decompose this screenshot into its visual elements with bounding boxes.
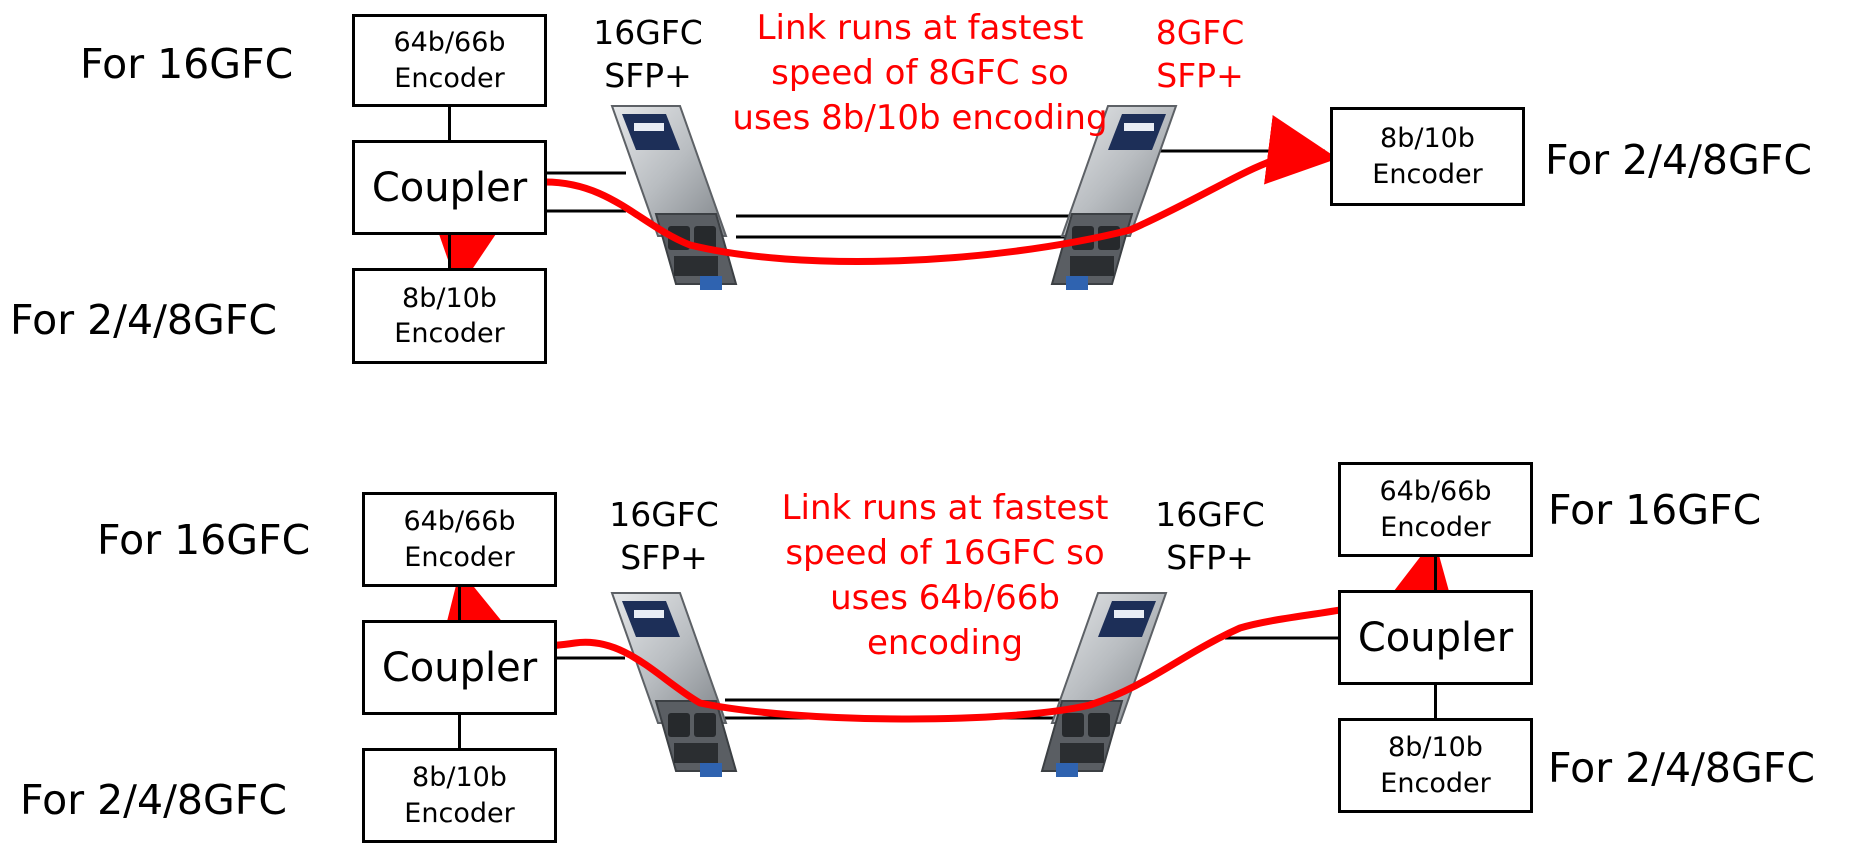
- bottom-link-path-left-arrow: [440, 569, 510, 646]
- bottom-left-8b10b-encoder: 8b/10b Encoder: [362, 748, 557, 843]
- bottom-right-sfp-label: 16GFC SFP+: [1155, 495, 1265, 577]
- top-left-8b10b-encoder: 8b/10b Encoder: [352, 268, 547, 364]
- bottom-left-16gfc-label: For 16GFC: [97, 516, 311, 564]
- connector-line: [458, 587, 461, 620]
- connector-line: [1434, 685, 1437, 718]
- bottom-right-coupler: Coupler: [1338, 590, 1533, 685]
- top-left-64b66b-encoder: 64b/66b Encoder: [352, 14, 547, 107]
- bottom-left-8gfc-label: For 2/4/8GFC: [20, 776, 287, 824]
- bottom-right-16gfc-label: For 16GFC: [1548, 486, 1762, 534]
- bottom-left-64b66b-encoder: 64b/66b Encoder: [362, 492, 557, 587]
- top-left-coupler: Coupler: [352, 140, 547, 235]
- top-right-sfp-label: 8GFC SFP+: [1155, 13, 1245, 95]
- bottom-left-coupler: Coupler: [362, 620, 557, 715]
- bottom-right-8b10b-encoder: 8b/10b Encoder: [1338, 718, 1533, 813]
- top-left-sfp-label: 16GFC SFP+: [593, 13, 703, 95]
- top-left-8gfc-label: For 2/4/8GFC: [10, 296, 277, 344]
- bottom-right-64b66b-encoder: 64b/66b Encoder: [1338, 462, 1533, 557]
- connector-line: [458, 715, 461, 748]
- bottom-left-sfp-label: 16GFC SFP+: [609, 495, 719, 577]
- top-left-16gfc-label: For 16GFC: [80, 40, 294, 88]
- bottom-link-path: [463, 538, 1456, 723]
- top-right-8b10b-encoder: 8b/10b Encoder: [1330, 107, 1525, 206]
- connector-line: [448, 235, 451, 268]
- top-link-path: [541, 115, 1338, 265]
- bottom-right-8gfc-label: For 2/4/8GFC: [1548, 744, 1815, 792]
- top-link-speed-note: Link runs at fastest speed of 8GFC so us…: [732, 8, 1108, 138]
- connector-line: [1434, 557, 1437, 590]
- top-right-8gfc-label: For 2/4/8GFC: [1545, 136, 1812, 184]
- bottom-link-speed-note: Link runs at fastest speed of 16GFC so u…: [781, 488, 1109, 663]
- connector-line: [448, 107, 451, 140]
